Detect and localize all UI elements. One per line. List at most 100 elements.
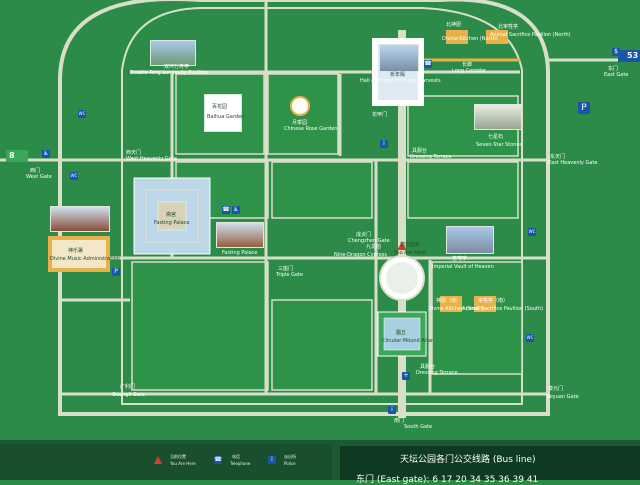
bus-line-panel: 天坛公园各门公交线路 (Bus line) 东门 (East gate): 6 …	[340, 446, 640, 485]
sacrifice-south-en: Animal Sacrifice Pavilion (South)	[462, 306, 544, 312]
long-corridor-cn: 长廊	[462, 62, 473, 68]
baihua-garden-photo	[204, 94, 242, 132]
info-icon: i	[380, 140, 388, 148]
taiyuan-gate-cn: 泰元门	[548, 386, 564, 392]
parking-icon-sw: P	[112, 268, 120, 276]
outer-wall-path	[58, 0, 550, 416]
sacrifice-north-cn: 北宰牲亭	[498, 24, 519, 30]
wc-icon: WC	[78, 110, 86, 118]
east-gate-number: 53	[627, 51, 639, 60]
nine-dragon-cypress-en: Nine-Dragon Cypress	[334, 252, 387, 258]
east-gate-badge-bg	[618, 50, 640, 62]
north-kitchen-blocks	[440, 30, 508, 312]
wc-icon-4: WC	[526, 334, 534, 342]
central-axis-road	[398, 30, 406, 418]
dressing-terrace-label-cn: 具服台	[412, 148, 428, 154]
east-gate-label-en: East Gate	[604, 72, 629, 78]
seven-star-label-cn: 七星石	[488, 134, 504, 140]
fasting-palace-complex	[133, 177, 211, 255]
south-gate-en: South Gate	[404, 424, 433, 430]
hall-of-prayer-label-cn: 祈年殿	[390, 72, 406, 78]
info-icon-south: i	[388, 406, 396, 414]
rose-garden-marker	[290, 96, 310, 116]
west-gate-badge-bg	[6, 150, 28, 162]
fasting-palace-label-cn: 斋宫	[166, 212, 177, 218]
divine-kitchen-north-cn: 北神厨	[446, 22, 462, 28]
seven-star-label-en: Seven-Star Stones	[476, 142, 523, 148]
wc-icon-2: WC	[70, 172, 78, 180]
legend-telephone-cn: 电话	[232, 454, 240, 459]
west-gate-number: 8	[9, 151, 15, 160]
triple-gate-en: Triple Gate	[276, 272, 303, 278]
legend-you-here-en: You Are Here	[170, 461, 196, 466]
guangli-gate-en: Guangli Gate	[112, 392, 145, 398]
legend-telephone-en: Telephone	[230, 461, 251, 466]
fasting-palace-photo	[216, 222, 264, 248]
chengzhen-gate-cn: 成贞门	[356, 232, 372, 238]
divine-music-photo	[50, 206, 110, 232]
circular-mound	[377, 311, 427, 357]
legend-panel: 当前位置 You Are Here ☎ 电话 Telephone i 派出所 P…	[0, 444, 332, 480]
you-are-here-legend-icon	[154, 456, 162, 464]
parking-icon: P	[578, 102, 590, 114]
divine-kitchen-north-en: Divine Kitchen (North)	[442, 36, 498, 42]
you-are-here-marker	[397, 242, 407, 250]
dressing-terrace-south-en: Dressing Terrace	[416, 370, 458, 376]
baihua-label-en: Baihua Garden	[207, 114, 245, 120]
fasting-palace-photo-label: Fasting Palace	[222, 250, 258, 256]
double-ring-photo	[150, 40, 196, 66]
rose-garden-label-en: Chinese Rose Garden	[284, 126, 338, 132]
imperial-vault-circle	[379, 255, 425, 301]
you-are-here-en: You Are Here	[394, 250, 427, 256]
east-heavenly-gate-cn: 东天门	[550, 154, 566, 160]
imperial-vault-label-cn: 皇穹宇	[452, 256, 468, 262]
roads	[0, 2, 640, 396]
divine-music-label-cn: 神乐署	[68, 248, 84, 254]
imperial-vault-label-en: Imperial Vault of Heaven	[432, 264, 494, 270]
west-heavenly-gate-en: West Heavenly Gate	[126, 156, 177, 162]
baihua-label-cn: 百花园	[212, 104, 228, 110]
taiyuan-gate-en: Taiyuan Gate	[546, 394, 579, 400]
east-heavenly-gate-en: East Heavenly Gate	[548, 160, 598, 166]
fasting-palace-label-en: Fasting Palace	[154, 220, 190, 226]
phone-legend-icon: ☎	[214, 456, 222, 464]
flower-gate-label-cn: 花甲门	[372, 112, 388, 118]
bus-line-title: 天坛公园各门公交线路 (Bus line)	[400, 455, 536, 465]
long-corridor-en: Long Corridor	[452, 68, 486, 74]
imperial-vault-photo	[446, 226, 494, 254]
hall-of-prayer-photo	[379, 44, 419, 72]
bus-line-east-gate: 东门 (East gate): 6 17 20 34 35 36 39 41	[356, 475, 539, 485]
circular-mound-label-cn: 圜丘	[396, 330, 407, 336]
phone-icon-east: ☎	[424, 60, 432, 68]
divine-kitchen-south-cn: 神厨（南）	[436, 298, 462, 304]
legend-police-cn: 派出所	[284, 454, 296, 459]
police-legend-icon: i	[268, 456, 276, 464]
double-ring-label-en: Double-Ring Longevity Pavilion	[130, 70, 208, 76]
you-are-here-cn: 您在此处	[400, 242, 421, 248]
west-gate-label-en: West Gate	[26, 174, 52, 180]
divine-kitchen-south-en: Divine Kitchen (South)	[428, 306, 485, 312]
accessibility-icon: ♿	[232, 206, 240, 214]
west-heavenly-gate-cn: 西天门	[126, 150, 142, 156]
divine-music-label-en: Divine Music Administration	[50, 256, 120, 262]
sacrifice-north-en: Animal Sacrifice Pavilion (North)	[490, 32, 571, 38]
dressing-terrace-label-en: Dressing Terrace	[410, 154, 452, 160]
south-gate-cn: 南门	[394, 418, 405, 424]
chengzhen-gate-en: Chengzhen Gate	[348, 238, 390, 244]
sacrifice-south-cn: 宰牲亭（南）	[478, 298, 509, 304]
seven-star-photo	[474, 104, 522, 130]
double-ring-label-cn: 双环万寿亭	[164, 64, 190, 70]
east-gate-label-cn: 东门	[608, 66, 619, 72]
hall-of-prayer-label-en: Hall of Prayer for Good Harvests	[360, 78, 441, 84]
phone-icon: ☎	[222, 206, 230, 214]
circular-mound-label-en: Circular Mound Altar	[382, 338, 434, 344]
dressing-terrace-south-cn: 具服台	[420, 364, 436, 370]
inner-wall-path	[121, 7, 523, 405]
nine-dragon-cypress-cn: 九龙柏	[366, 244, 382, 250]
legend-you-here-cn: 当前位置	[170, 454, 186, 459]
west-gate-label-cn: 西门	[30, 168, 41, 174]
wc-icon-3: WC	[528, 228, 536, 236]
shop-icon: $	[612, 48, 620, 56]
divine-music-complex	[48, 236, 110, 272]
